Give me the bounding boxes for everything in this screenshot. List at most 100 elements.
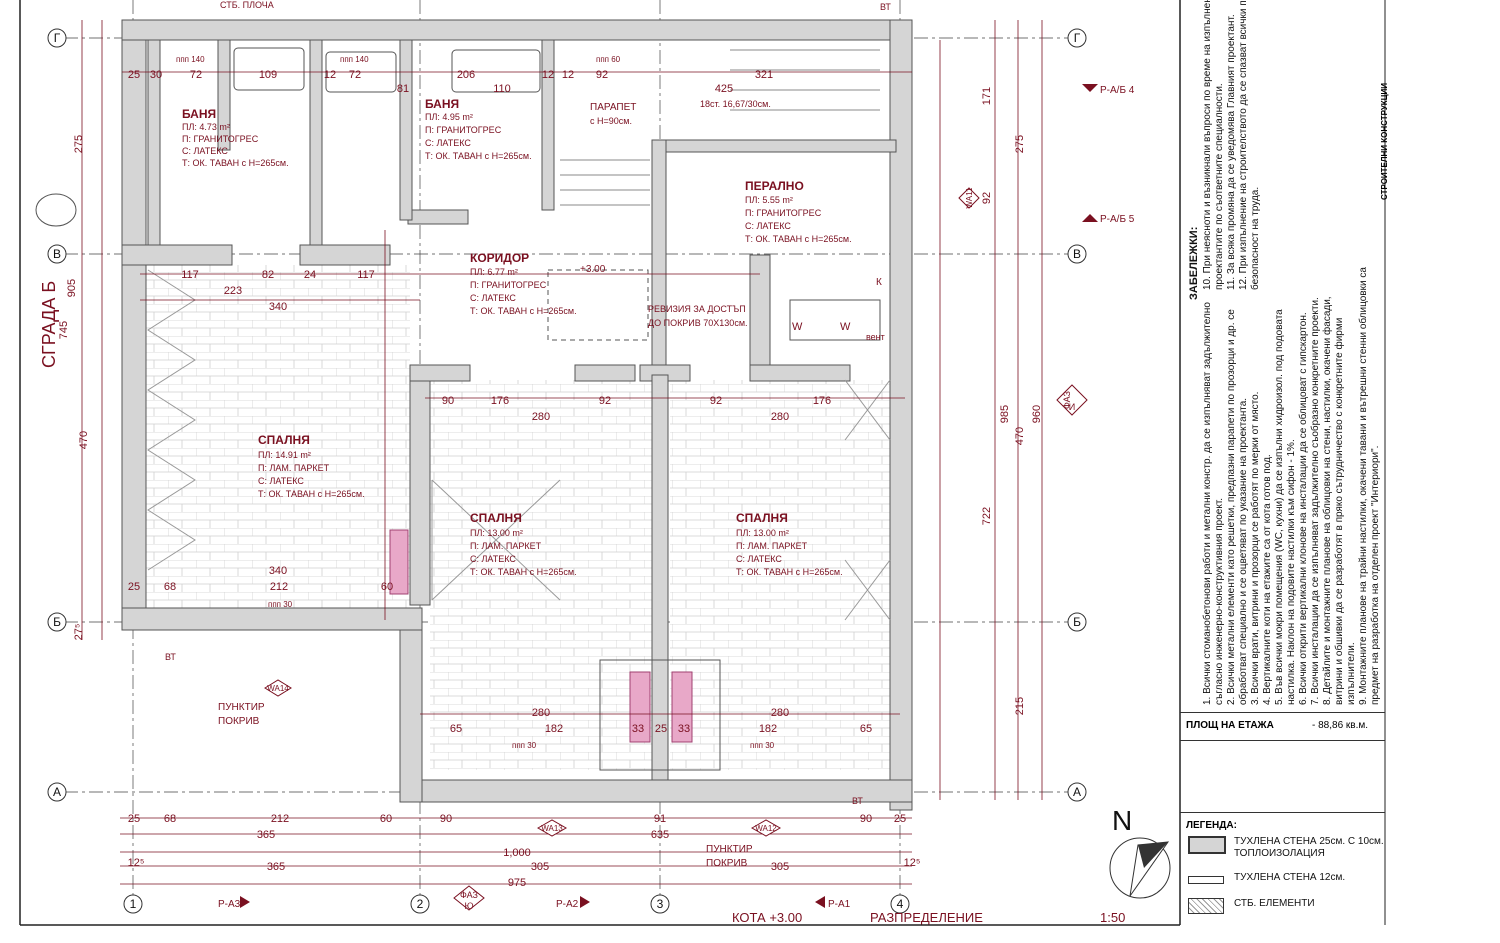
note-line: 4. Вертикалните коти на етажите са от ко…	[1262, 454, 1273, 705]
note-line: 3. Всички врати, витрини и прозорци се р…	[1250, 391, 1261, 705]
area-label: ПЛОЩ НА ЕТАЖА	[1186, 720, 1274, 731]
svg-text:С: ЛАТЕКС: С: ЛАТЕКС	[745, 221, 791, 231]
svg-text:27⁵: 27⁵	[73, 624, 85, 641]
svg-text:С: ЛАТЕКС: С: ЛАТЕКС	[470, 293, 516, 303]
svg-text:25: 25	[128, 581, 140, 593]
svg-text:С: ЛАТЕКС: С: ЛАТЕКС	[258, 476, 304, 486]
svg-text:117: 117	[357, 269, 375, 281]
svg-text:182: 182	[545, 723, 563, 735]
section-mark-ra3: Р-А3	[218, 899, 241, 910]
svg-text:65: 65	[860, 723, 872, 735]
ppp30-label-2: ппп 30	[512, 741, 537, 750]
svg-text:305: 305	[531, 861, 549, 873]
svg-text:280: 280	[771, 411, 789, 423]
svg-text:Т: ОК. ТАВАН с Н=265см.: Т: ОК. ТАВАН с Н=265см.	[736, 567, 843, 577]
svg-text:280: 280	[532, 411, 550, 423]
note-line: 11. За всяка промяна да се уведомява Гла…	[1226, 14, 1237, 290]
svg-text:24: 24	[304, 269, 316, 281]
punktir-label-2: ПОКРИВ	[218, 716, 260, 727]
svg-text:П: ГРАНИТОГРЕС: П: ГРАНИТОГРЕС	[425, 125, 502, 135]
svg-text:72: 72	[349, 69, 361, 81]
svg-text:П: ГРАНИТОГРЕС: П: ГРАНИТОГРЕС	[470, 280, 547, 290]
svg-text:12: 12	[562, 69, 574, 81]
punktir-label-1: ПУНКТИР	[218, 702, 265, 713]
punktir-label-4: ПОКРИВ	[706, 858, 748, 869]
svg-text:КОРИДОР: КОРИДОР	[470, 251, 529, 265]
svg-text:68: 68	[164, 581, 176, 593]
kota-label: КОТА +3.00	[732, 910, 802, 925]
note-line: 6. Всички открити вертикални клонове на …	[1298, 312, 1309, 705]
vt-label-1: ВТ	[165, 652, 176, 662]
svg-text:975: 975	[508, 877, 526, 889]
svg-text:215: 215	[1014, 697, 1026, 715]
top-slab-label: СТБ. ПЛОЧА	[220, 0, 274, 10]
svg-text:Т: ОК. ТАВАН с Н=265см.: Т: ОК. ТАВАН с Н=265см.	[470, 306, 577, 316]
svg-text:365: 365	[257, 829, 275, 841]
svg-text:90: 90	[860, 813, 872, 825]
axis-row-a-left: А	[53, 785, 61, 799]
floor-bedroom-1	[145, 265, 410, 615]
stairs-label: 18ст. 16,67/30см.	[700, 99, 771, 109]
svg-text:ПЕРАЛНО: ПЕРАЛНО	[745, 179, 804, 193]
note-line: проектантите по съответните специалности…	[1214, 83, 1225, 290]
svg-text:60: 60	[380, 813, 392, 825]
svg-text:470: 470	[78, 431, 90, 449]
svg-text:СПАЛНЯ: СПАЛНЯ	[736, 511, 788, 525]
section-mark-rab4: Р-А/Б 4	[1100, 85, 1135, 96]
svg-text:92: 92	[599, 395, 611, 407]
building-label: СГРАДА Б	[39, 281, 59, 368]
phase-tag-2-bottom: Ю	[464, 901, 473, 911]
note-line: 8. Детайлите и монтажните планове на обл…	[1322, 296, 1333, 705]
section-mark-ra2: Р-А2	[556, 899, 579, 910]
svg-text:68: 68	[164, 813, 176, 825]
svg-text:117: 117	[181, 269, 199, 281]
svg-text:12⁵: 12⁵	[128, 857, 145, 869]
svg-text:92: 92	[981, 192, 993, 204]
k-label: К	[876, 277, 882, 288]
axis-row-b-right: Б	[1073, 615, 1081, 629]
ppp140-label-1: ппп 140	[176, 55, 205, 64]
revision-line-1: РЕВИЗИЯ ЗА ДОСТЪП	[648, 304, 746, 314]
svg-text:30: 30	[150, 69, 162, 81]
svg-text:25: 25	[128, 813, 140, 825]
axis-col-3: 3	[657, 897, 664, 911]
svg-text:25: 25	[655, 723, 667, 735]
window-tag-wa12: WA12	[755, 824, 777, 833]
axis-row-b-left: Б	[53, 615, 61, 629]
ppp140-label-2: ппп 140	[340, 55, 369, 64]
svg-text:33: 33	[632, 723, 644, 735]
svg-text:635: 635	[651, 829, 669, 841]
svg-text:С: ЛАТЕКС: С: ЛАТЕКС	[182, 146, 228, 156]
section-mark-rab5: Р-А/Б 5	[1100, 214, 1135, 225]
vt-label-3: ВТ	[880, 2, 891, 12]
svg-text:81: 81	[397, 83, 409, 95]
svg-text:171: 171	[981, 87, 993, 105]
svg-text:280: 280	[771, 707, 789, 719]
note-line: предмет на разработка на отделен проект …	[1370, 445, 1381, 705]
svg-text:Т: ОК. ТАВАН с Н=265см.: Т: ОК. ТАВАН с Н=265см.	[425, 151, 532, 161]
svg-text:722: 722	[981, 507, 993, 525]
svg-text:275: 275	[1014, 135, 1026, 153]
parapet-height: с Н=90см.	[590, 116, 632, 126]
axis-row-g-left: Г	[54, 31, 61, 45]
svg-text:110: 110	[493, 83, 511, 95]
vent-label: вент	[866, 332, 885, 342]
svg-text:82: 82	[262, 269, 274, 281]
svg-text:С: ЛАТЕКС: С: ЛАТЕКС	[425, 138, 471, 148]
room-bath-1: БАНЯ ПЛ: 4.73 m² П: ГРАНИТОГРЕС С: ЛАТЕК…	[182, 107, 289, 168]
window-tag-wa13: WA13	[541, 824, 563, 833]
note-line: 9. Монтажните планове на трайни настилки…	[1358, 267, 1369, 705]
svg-text:ПЛ: 13.00 m²: ПЛ: 13.00 m²	[470, 528, 523, 538]
legend-item-concrete: СТБ. ЕЛЕМЕНТИ	[1188, 898, 1388, 918]
level-mark: +3.00	[580, 264, 606, 275]
svg-text:ПЛ: 4.73 m²: ПЛ: 4.73 m²	[182, 122, 230, 132]
legend-item-wall25: ТУХЛЕНА СТЕНА 25см. С 10см. ТОПЛОИЗОЛАЦИ…	[1188, 836, 1388, 866]
axis-col-2: 2	[417, 897, 424, 911]
installation-shafts	[389, 529, 693, 743]
room-corridor: КОРИДОР ПЛ: 6.77 m² П: ГРАНИТОГРЕС С: ЛА…	[470, 251, 577, 316]
revision-line-2: ДО ПОКРИВ 70Х130см.	[648, 318, 748, 328]
note-line: 12. При изпълнение на строителството да …	[1238, 0, 1249, 290]
phase-tag-1-top: ФАЗ	[1062, 391, 1072, 409]
svg-text:109: 109	[259, 69, 277, 81]
